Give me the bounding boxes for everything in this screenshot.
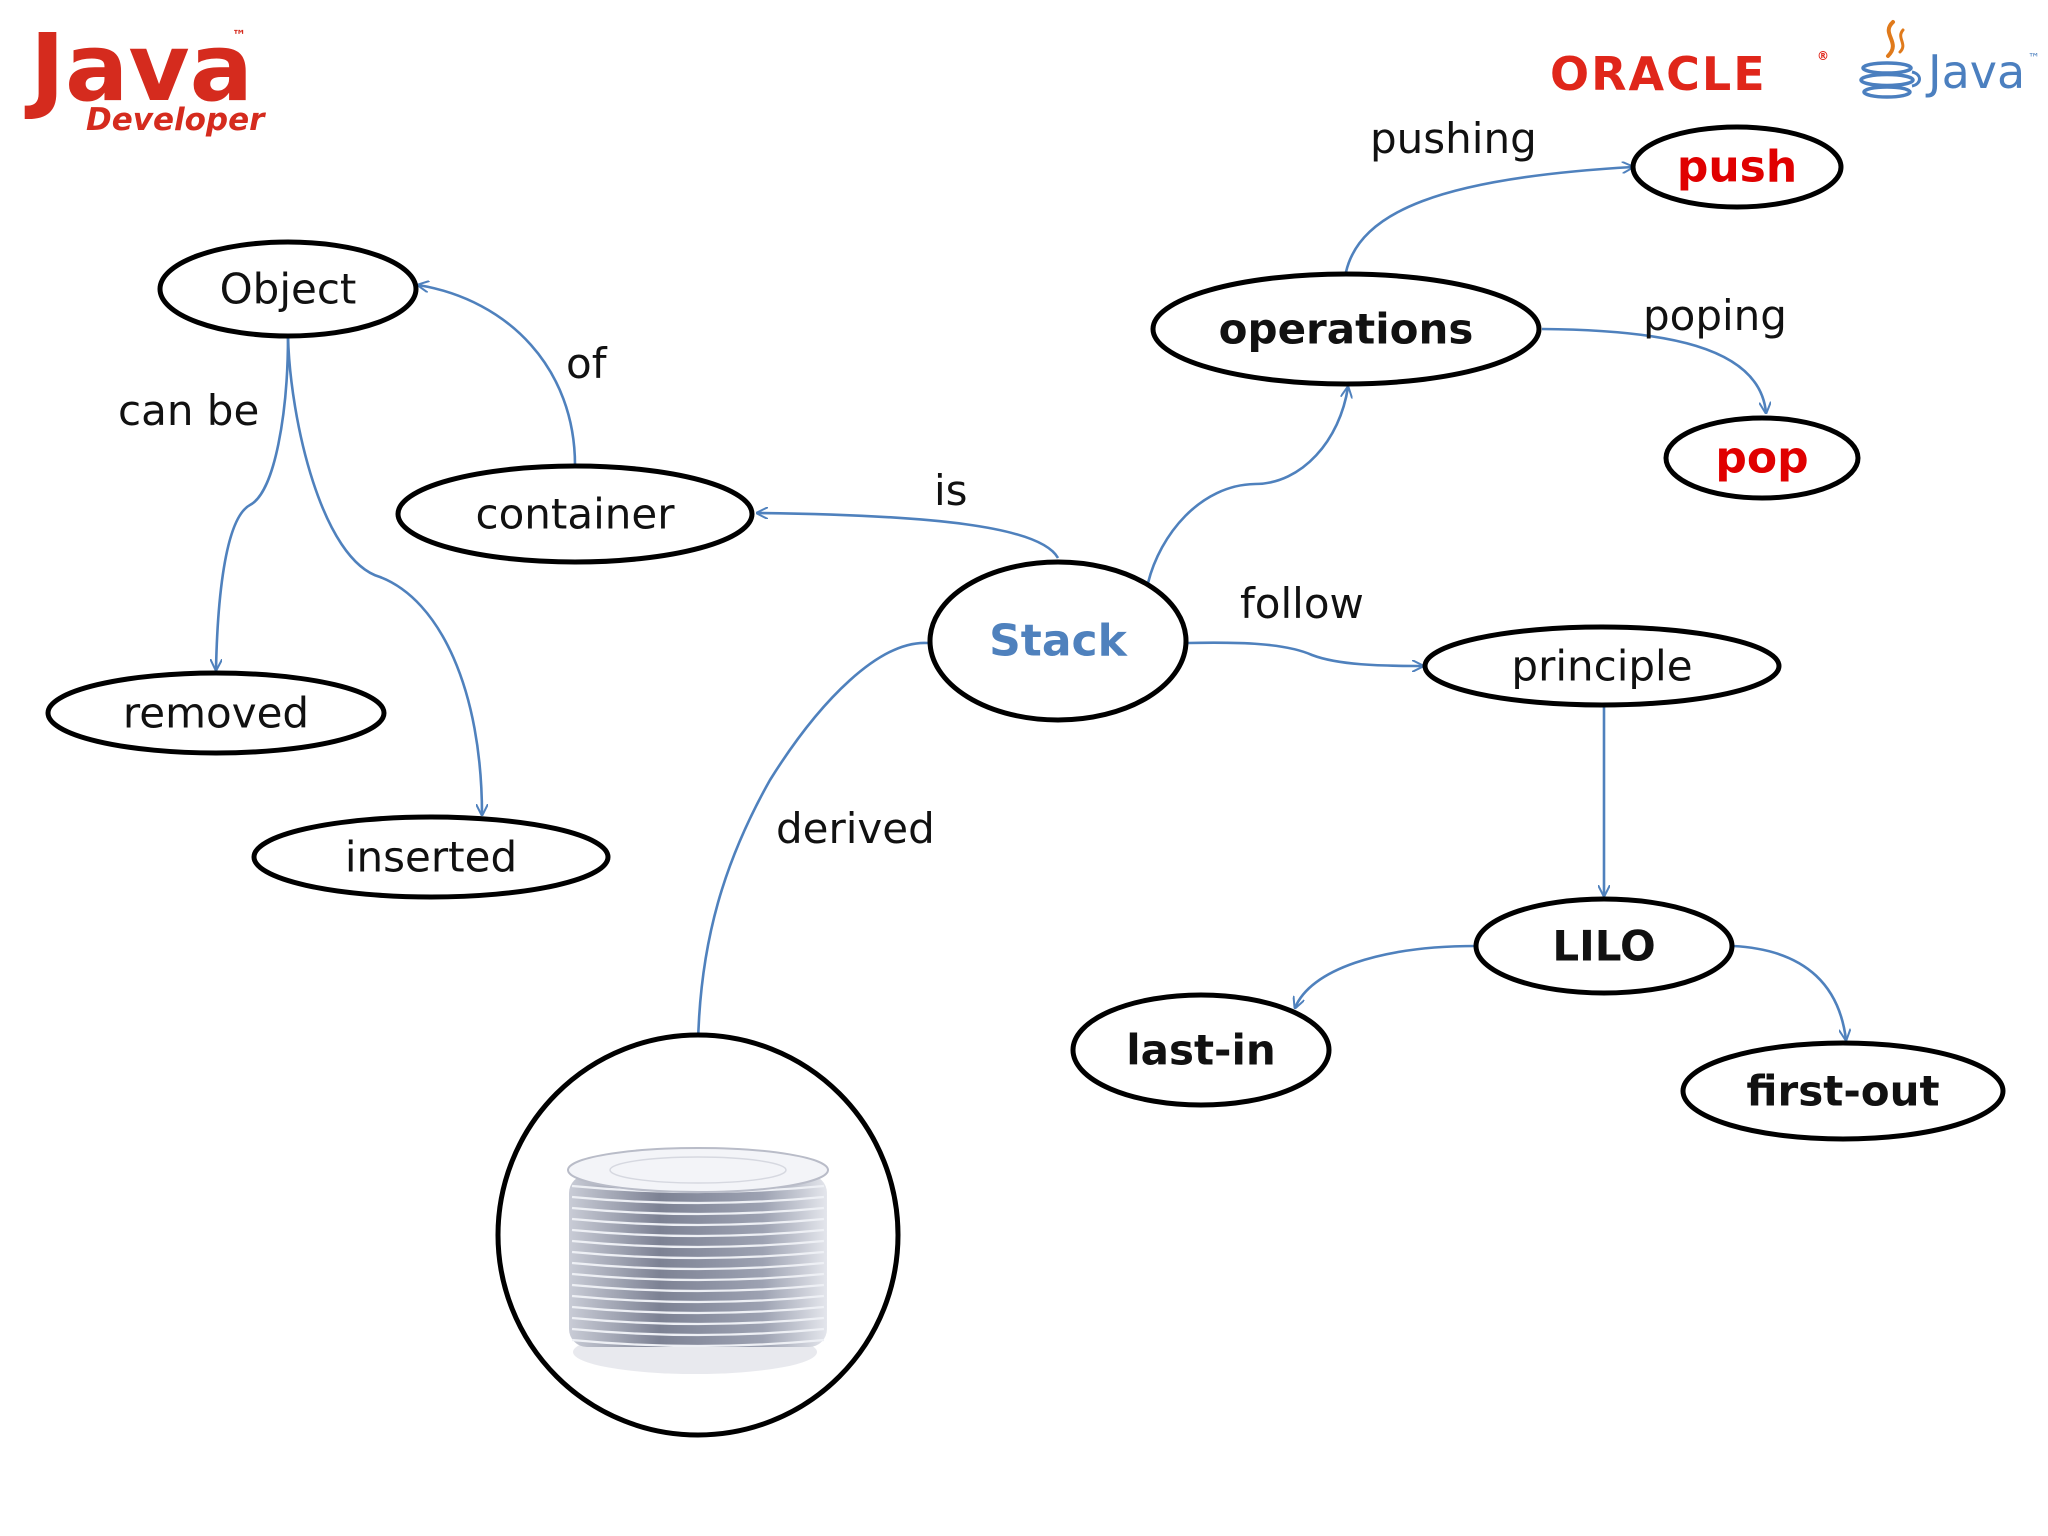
java-right-logo-trademark: ™ bbox=[2028, 51, 2040, 65]
edge-operations-to-push bbox=[1344, 167, 1633, 273]
plate-stack-image bbox=[567, 1147, 829, 1374]
node-first-out[interactable]: first-out bbox=[1680, 1040, 2006, 1142]
plate-rim-line bbox=[571, 1283, 825, 1293]
edge-container-to-object bbox=[418, 285, 577, 466]
plate-rim-line bbox=[571, 1338, 825, 1348]
node-operations-label: operations bbox=[1219, 305, 1474, 354]
edge-object-to-removed bbox=[216, 335, 290, 670]
node-inserted[interactable]: inserted bbox=[251, 814, 611, 900]
edge-labels: can be of is pushing poping follow deriv… bbox=[118, 114, 1787, 853]
node-operations[interactable]: operations bbox=[1150, 271, 1542, 387]
oracle-java-logo: ORACLE ® Java ™ bbox=[1550, 20, 2040, 101]
plate-rim-line bbox=[571, 1250, 825, 1260]
edge-label-of: of bbox=[566, 339, 608, 388]
node-last-in-label: last-in bbox=[1126, 1026, 1276, 1075]
node-push[interactable]: push bbox=[1630, 124, 1844, 210]
plate-rim-line bbox=[571, 1272, 825, 1282]
node-container-label: container bbox=[475, 490, 675, 539]
node-object[interactable]: Object bbox=[157, 239, 419, 339]
plate-rim-line bbox=[571, 1305, 825, 1315]
node-last-in[interactable]: last-in bbox=[1070, 992, 1332, 1108]
node-removed[interactable]: removed bbox=[45, 670, 387, 756]
coffee-cup-icon bbox=[1859, 20, 1921, 99]
node-plates-image[interactable] bbox=[495, 1032, 901, 1438]
node-pop[interactable]: pop bbox=[1663, 415, 1861, 501]
edge-lilo-to-first-out bbox=[1732, 944, 1846, 1040]
node-object-label: Object bbox=[220, 265, 357, 314]
plate-rim-line bbox=[571, 1294, 825, 1304]
edge-label-follow: follow bbox=[1240, 579, 1364, 628]
java-logo-trademark: ™ bbox=[232, 28, 246, 44]
edge-label-is: is bbox=[934, 466, 968, 515]
edge-stack-to-operations bbox=[1146, 387, 1348, 584]
plate-rim-line bbox=[571, 1261, 825, 1271]
node-lilo[interactable]: LILO bbox=[1473, 896, 1735, 996]
edge-stack-to-principle bbox=[1187, 641, 1423, 666]
node-first-out-label: first-out bbox=[1746, 1067, 1939, 1116]
node-lilo-label: LILO bbox=[1552, 922, 1655, 971]
edges bbox=[216, 167, 1846, 1045]
plate-rim-line bbox=[571, 1327, 825, 1337]
node-pop-label: pop bbox=[1715, 433, 1808, 484]
edge-label-pushing: pushing bbox=[1370, 114, 1537, 163]
plate-rim-line bbox=[571, 1228, 825, 1238]
edge-label-poping: poping bbox=[1643, 291, 1787, 340]
node-removed-label: removed bbox=[123, 689, 309, 738]
node-push-label: push bbox=[1677, 142, 1797, 193]
oracle-logo-word: ORACLE bbox=[1550, 47, 1767, 101]
node-container[interactable]: container bbox=[395, 463, 755, 565]
node-principle[interactable]: principle bbox=[1422, 624, 1782, 708]
java-developer-logo: Java ™ Developer bbox=[24, 14, 266, 138]
edge-label-derived: derived bbox=[776, 804, 935, 853]
node-inserted-label: inserted bbox=[345, 833, 517, 882]
edge-label-can-be: can be bbox=[118, 386, 259, 435]
java-right-logo-word: Java bbox=[1925, 45, 2025, 99]
oracle-logo-registered: ® bbox=[1817, 49, 1831, 63]
node-stack-label: Stack bbox=[989, 616, 1128, 667]
edge-lilo-to-last-in bbox=[1295, 944, 1477, 1008]
plate-rim-line bbox=[571, 1206, 825, 1216]
node-stack[interactable]: Stack bbox=[927, 559, 1189, 723]
plate-rim-line bbox=[571, 1239, 825, 1249]
edge-stack-to-container bbox=[757, 513, 1060, 559]
edge-object-to-inserted bbox=[286, 335, 482, 815]
plate-rim-line bbox=[571, 1195, 825, 1205]
node-principle-label: principle bbox=[1511, 642, 1692, 691]
plate-rim-line bbox=[571, 1217, 825, 1227]
plate-rim-line bbox=[571, 1316, 825, 1326]
java-logo-word: Java bbox=[24, 14, 253, 123]
edge-operations-to-pop bbox=[1541, 327, 1766, 413]
edge-stack-to-plates bbox=[698, 641, 929, 1045]
java-logo-subtitle: Developer bbox=[86, 102, 266, 138]
